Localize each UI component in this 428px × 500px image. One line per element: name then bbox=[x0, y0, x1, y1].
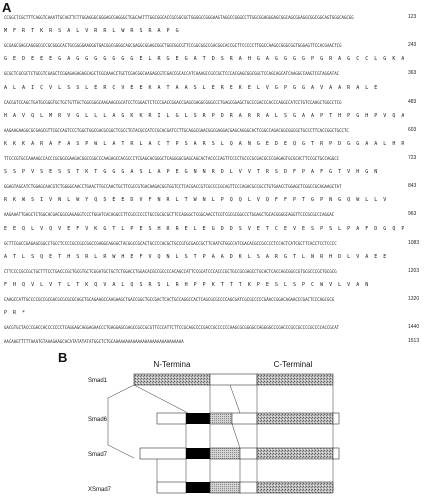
n-terminal-label: N-Termina bbox=[154, 360, 191, 369]
protein-label-xsmad7: XSmad7 bbox=[88, 487, 112, 493]
dna-line: AAGAAATTGAGCTCTGGCACGACGGCGAGAGGTCCCTGGA… bbox=[4, 212, 335, 218]
alignment-lines bbox=[107, 384, 334, 490]
position-number: 1203 bbox=[408, 267, 420, 274]
protein-label-smad7: Smad7 bbox=[88, 452, 108, 458]
protein-line: S S P V S E S S T K T G G G A S L A P E … bbox=[4, 169, 378, 176]
protein-line: K K K A R A F A S P W L A T R L A C T P … bbox=[4, 140, 404, 147]
dna-line: AAGAAGAAGGCGCGAGCGTTCGCCAGTCCCTGGCTGGCGA… bbox=[4, 127, 349, 133]
position-number: 243 bbox=[408, 42, 417, 49]
dna-line: TTCCCGTGCCAAAAGCCACCCGCGGCGAAGACGGCCGGCC… bbox=[4, 156, 340, 161]
smad1-bar bbox=[133, 373, 334, 386]
position-number: 723 bbox=[408, 155, 417, 161]
position-number: 1083 bbox=[408, 239, 420, 246]
protein-line: G E D E E E G A G G G G G G G E L R G E … bbox=[4, 56, 404, 63]
dna-line: GGAGTAGCATCTGGAGCAACGTCTGGGGCAACCTGAACTT… bbox=[4, 184, 342, 190]
dna-line: CAAGCCATTGCCCCGCCGCGACGCGCGCGCAGCTGCAGAA… bbox=[4, 297, 335, 302]
dna-line: CCGGCTCGCTTTCAGGTCAAATTGCAGTTCTTGGAGGGCG… bbox=[4, 15, 354, 20]
protein-line: A L A I C V L S S L E R C V E E K A T A … bbox=[4, 84, 378, 91]
position-number: 1513 bbox=[408, 338, 420, 345]
xsmad7-bar bbox=[156, 481, 334, 494]
smad7-bar bbox=[139, 447, 340, 460]
protein-line: A T L S Q E T H S R L R W H E F V Q N L … bbox=[4, 253, 387, 260]
protein-line: F H Q V L V T L T K Q V A L Q S R S L R … bbox=[4, 281, 369, 288]
protein-line: P R * bbox=[4, 310, 26, 317]
dna-line: GCTTCGGCCGAGAGCGGCCTGCCTCCCCGCCGCCGGCCGA… bbox=[4, 240, 337, 246]
dna-line: CACGGTCCAGCTGATGCGGGTGCTGCTGTTGCTGGCGGGC… bbox=[4, 99, 342, 105]
position-number: 603 bbox=[408, 126, 417, 133]
position-number: 963 bbox=[408, 211, 417, 218]
protein-line: R K W S I V N L W Y Q S E E D V F N R L … bbox=[4, 197, 387, 204]
dna-line: GCGCTCGCGCTCTGCGTCGAGCTCGGAGAGAGAGCAGCTC… bbox=[4, 71, 340, 77]
protein-line: E E Q L V Q V E F V K G T L P E S H R R … bbox=[4, 225, 404, 232]
protein-line: M F R T K R S A L V R R L W R S R A P G bbox=[4, 28, 179, 35]
dna-line: GCGAGCGAGCAGGGCGCCGCGGGCACTGCGGGGAAGGGTG… bbox=[4, 43, 342, 49]
panel-b-label: B bbox=[58, 350, 68, 365]
position-number: 363 bbox=[408, 70, 417, 77]
dna-line: GACGTGCTACCCGACCACCCCCCCTCAGGAGCAGGAGAAC… bbox=[4, 325, 340, 331]
panel-a-label: A bbox=[2, 0, 12, 15]
position-number: 123 bbox=[408, 14, 417, 20]
protein-label-smad1: Smad1 bbox=[88, 378, 108, 384]
smad6-bar bbox=[156, 412, 340, 425]
protein-line: H A V Q L M R V G L L L A G K K R I L G … bbox=[4, 112, 404, 119]
position-number: 843 bbox=[408, 183, 417, 190]
position-number: 483 bbox=[408, 98, 417, 105]
dna-line: CTTCCCCGCCGCTGCTTTCCTGACCCGCTGCGTGCTCGGA… bbox=[4, 268, 337, 274]
protein-label-smad6: Smad6 bbox=[88, 417, 108, 423]
position-number: 1320 bbox=[408, 296, 420, 302]
dna-line: AACAAGTTTTTAAATGTAAAGAAGCACATATATATATGGC… bbox=[4, 339, 184, 345]
position-number: 1440 bbox=[408, 324, 420, 331]
c-terminal-label: C-Terminal bbox=[274, 360, 313, 369]
